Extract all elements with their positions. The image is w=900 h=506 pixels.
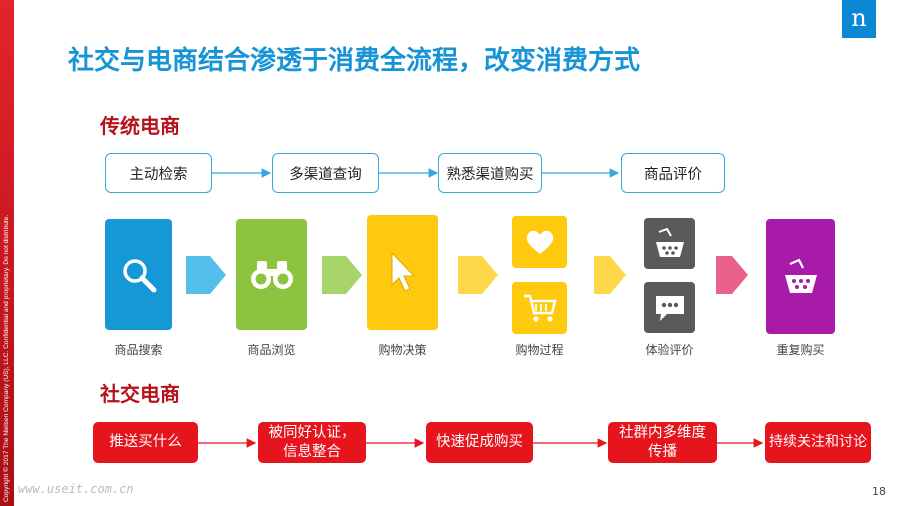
- social-step-text: 持续关注和讨论: [769, 434, 867, 450]
- page-title: 社交与电商结合渗透于消费全流程，改变消费方式: [68, 46, 641, 76]
- stage-tile-repurchase: [766, 219, 835, 334]
- stage-caption: 体验评价: [645, 343, 694, 357]
- step-box: 多渠道查询: [272, 153, 379, 193]
- stage-caption: 购物决策: [378, 343, 427, 357]
- stage-tile-decision: [367, 215, 438, 330]
- social-step-box: 社群内多维度 传播: [608, 422, 717, 463]
- stage-caption: 商品搜索: [114, 343, 163, 357]
- step-box: 商品评价: [621, 153, 725, 193]
- stage-tile-wishlist: [512, 216, 567, 268]
- social-step-text: 传播: [648, 443, 677, 460]
- nielsen-logo: n: [842, 0, 876, 38]
- comment-icon: [655, 295, 684, 321]
- stage-caption: 重复购买: [776, 343, 825, 357]
- social-step-box: 快速促成购买: [426, 422, 533, 463]
- search-icon: [122, 258, 156, 292]
- basket-icon: [784, 258, 817, 293]
- social-step-box: 被同好认证， 信息整合: [258, 422, 366, 463]
- stage-caption: 购物过程: [515, 343, 564, 357]
- social-step-box: 持续关注和讨论: [765, 422, 871, 463]
- stage-tile-browse: [236, 219, 307, 330]
- heart-icon: [526, 230, 553, 254]
- social-step-text: 推送买什么: [109, 434, 182, 450]
- cart-icon: [523, 294, 557, 322]
- stage-caption: 商品浏览: [247, 343, 296, 357]
- chevron-yellow: [458, 256, 498, 294]
- chevron-pink: [716, 256, 748, 294]
- stage-tile-review-comment: [644, 282, 695, 333]
- stage-tile-cart: [512, 282, 567, 334]
- step-box: 主动检索: [105, 153, 212, 193]
- traditional-heading: 传统电商: [100, 114, 180, 138]
- watermark: www.useit.com.cn: [18, 482, 134, 496]
- cursor-icon: [391, 251, 415, 292]
- basket-icon: [655, 227, 684, 257]
- social-step-text: 社群内多维度: [619, 424, 706, 441]
- social-heading: 社交电商: [100, 382, 180, 406]
- left-red-bar: Copyright © 2017 The Nielsen Company (US…: [0, 0, 14, 506]
- social-step-box: 推送买什么: [93, 422, 198, 463]
- chevron-blue: [186, 256, 226, 294]
- chevron-yellow: [594, 256, 626, 294]
- step-box: 熟悉渠道购买: [438, 153, 542, 193]
- stage-tile-search: [105, 219, 172, 330]
- binoculars-icon: [250, 260, 293, 289]
- social-step-text: 快速促成购买: [436, 434, 523, 450]
- chevron-green: [322, 256, 362, 294]
- social-step-text: 被同好认证，: [268, 424, 356, 441]
- social-step-text: 信息整合: [283, 443, 341, 460]
- stage-tile-review-basket: [644, 218, 695, 269]
- page-number: 18: [872, 485, 886, 498]
